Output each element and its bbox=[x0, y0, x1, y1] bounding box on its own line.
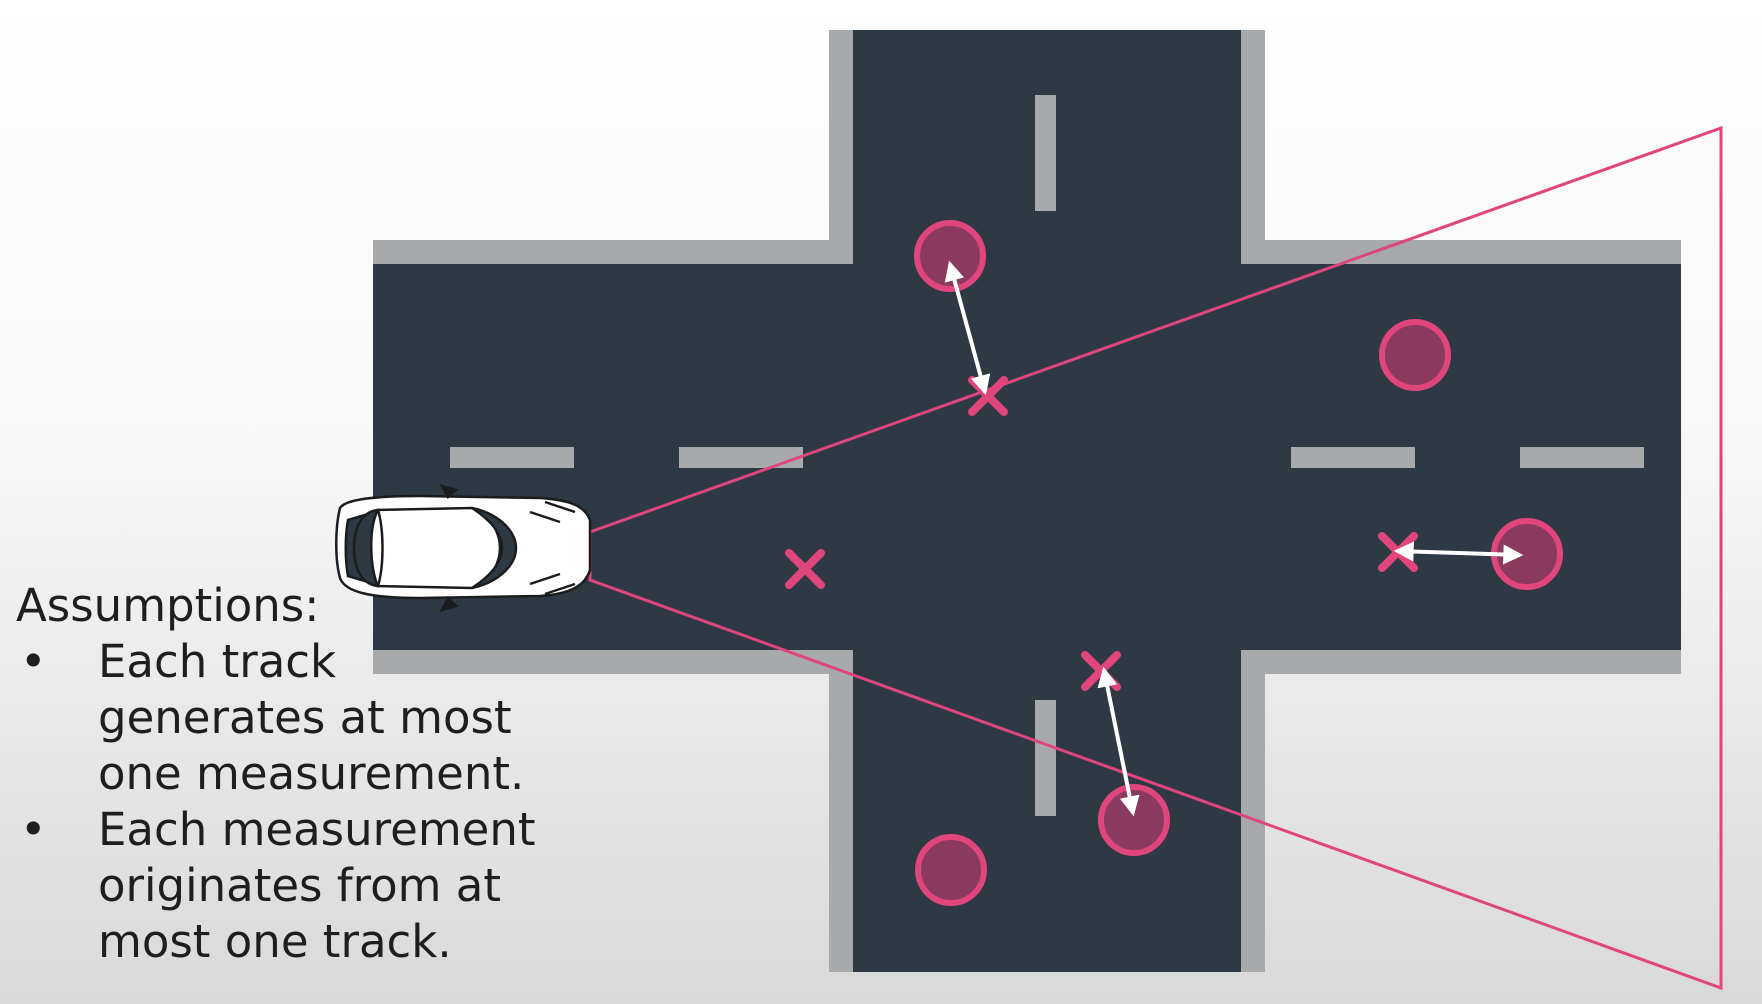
lane-dash bbox=[1291, 447, 1415, 468]
assumptions-list: • Each track generates at most one measu… bbox=[16, 634, 556, 970]
association-arrows bbox=[944, 260, 1524, 817]
assumption-item: • Each measurement originates from at mo… bbox=[16, 802, 556, 970]
track-circle-icon bbox=[915, 834, 987, 906]
lane-dash bbox=[1520, 447, 1644, 468]
track-circle-icon bbox=[1098, 784, 1170, 856]
association-double-arrow-icon bbox=[1097, 666, 1140, 817]
assumption-text: Each track generates at most one measure… bbox=[98, 635, 525, 800]
assumption-item: • Each track generates at most one measu… bbox=[16, 634, 556, 802]
road-surface bbox=[373, 30, 1681, 972]
lane-dash bbox=[1035, 95, 1056, 211]
assumption-text: Each measurement originates from at most… bbox=[98, 803, 536, 968]
measurement-x-mark-icon bbox=[785, 549, 825, 589]
bullet-icon: • bbox=[20, 635, 47, 688]
car-top-view-icon bbox=[335, 483, 592, 612]
lane-dash bbox=[1035, 700, 1056, 816]
assumptions-heading: Assumptions: bbox=[16, 579, 320, 632]
bullet-icon: • bbox=[20, 803, 47, 856]
lane-dash bbox=[450, 447, 574, 468]
lane-dash bbox=[679, 447, 803, 468]
association-double-arrow-icon bbox=[1393, 541, 1524, 565]
assumptions-panel: Assumptions: • Each track generates at m… bbox=[16, 578, 556, 970]
track-circle-icon bbox=[1379, 319, 1451, 391]
track-circle-icon bbox=[914, 220, 986, 292]
lane-markings bbox=[450, 95, 1644, 816]
association-double-arrow-icon bbox=[944, 260, 991, 396]
